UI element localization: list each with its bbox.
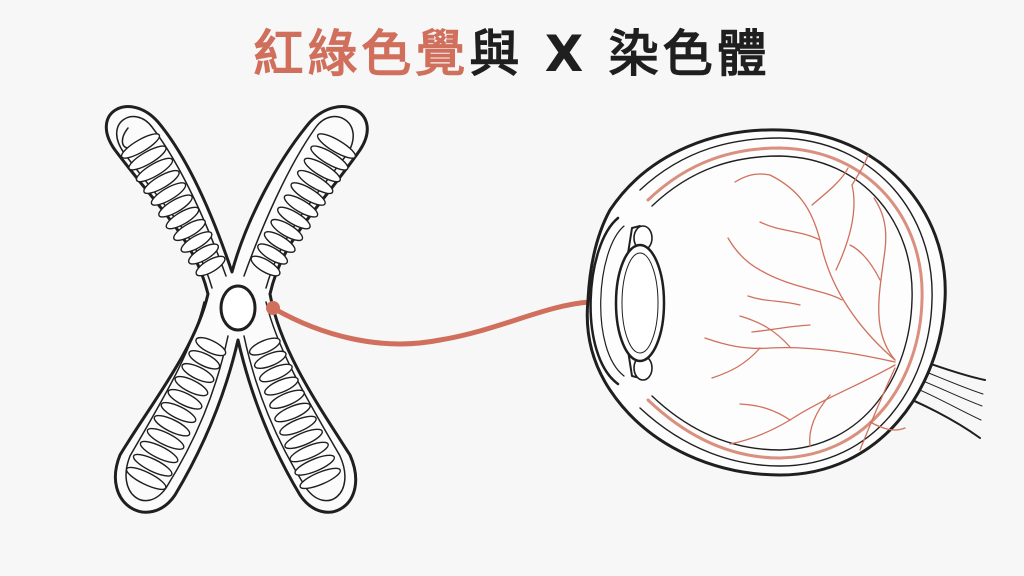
chromosome-band — [150, 182, 187, 206]
chromosome-band — [279, 415, 317, 436]
chromosome-band — [132, 453, 173, 477]
chromosome-band — [153, 414, 191, 437]
chromosome-band — [139, 440, 179, 464]
arrow-curve — [270, 299, 593, 347]
chromosome-band — [284, 428, 323, 450]
chromosome-band — [120, 133, 161, 159]
cornea-inner — [600, 225, 625, 377]
chromosome-band — [180, 231, 213, 253]
chromosome-band — [146, 427, 185, 450]
centromere — [219, 284, 257, 332]
chromosome-band — [257, 243, 289, 265]
sclera — [585, 128, 947, 477]
retina-layer — [646, 146, 924, 460]
lens — [614, 243, 666, 363]
chromosome-band — [128, 145, 167, 171]
chromosome-band — [303, 157, 341, 183]
title-rest-text: 與 X 染色體 — [469, 25, 771, 83]
chromosome-band — [143, 169, 180, 195]
chromosome-band — [165, 206, 200, 230]
chromosome-band — [274, 402, 311, 423]
eye-illustration — [585, 128, 986, 477]
chromosome-band — [283, 194, 319, 218]
chromosome-band — [188, 349, 221, 370]
chromosome-band — [187, 243, 220, 265]
chromosome-band — [250, 255, 281, 277]
chromosome-band — [173, 218, 206, 242]
chromosome-band — [276, 206, 311, 230]
chromosome-band — [125, 466, 167, 491]
chromosome-band — [195, 336, 227, 357]
chromosome-band — [290, 182, 326, 206]
page-title: 紅綠色覺與 X 染色體 — [0, 22, 1024, 86]
chromosome-band — [181, 362, 215, 384]
chromosome-band — [167, 388, 203, 410]
chromosome-band — [258, 363, 293, 383]
retinal-vessels — [704, 154, 906, 451]
chromosome-band — [195, 255, 226, 277]
sclera-inner-line — [639, 137, 933, 467]
title-accent-text: 紅綠色覺 — [253, 25, 470, 83]
chromosome-band — [158, 194, 193, 218]
chromosome-band — [296, 169, 334, 195]
chromosome-inner-outline — [116, 116, 354, 502]
chromosome-band — [253, 350, 287, 370]
chromosome-band — [316, 133, 357, 159]
chromosome-band — [135, 157, 174, 183]
chromosome-band — [264, 376, 299, 396]
chromosome-band — [299, 467, 342, 490]
chromosome-band — [270, 218, 304, 242]
chromosome-band — [160, 401, 197, 424]
chromosome-band — [248, 337, 281, 356]
chromosome-bands — [120, 133, 357, 491]
cornea — [589, 216, 620, 386]
chromosome-band — [294, 454, 336, 476]
chromosome-band — [289, 441, 329, 463]
connector-arrow — [266, 288, 612, 347]
retina-inner-line — [651, 155, 913, 451]
chromosome-band — [310, 145, 349, 171]
chromosome-band — [269, 389, 305, 410]
lens-inner — [621, 252, 659, 354]
chromosome-band — [263, 231, 296, 253]
chromosome-band — [174, 375, 209, 397]
